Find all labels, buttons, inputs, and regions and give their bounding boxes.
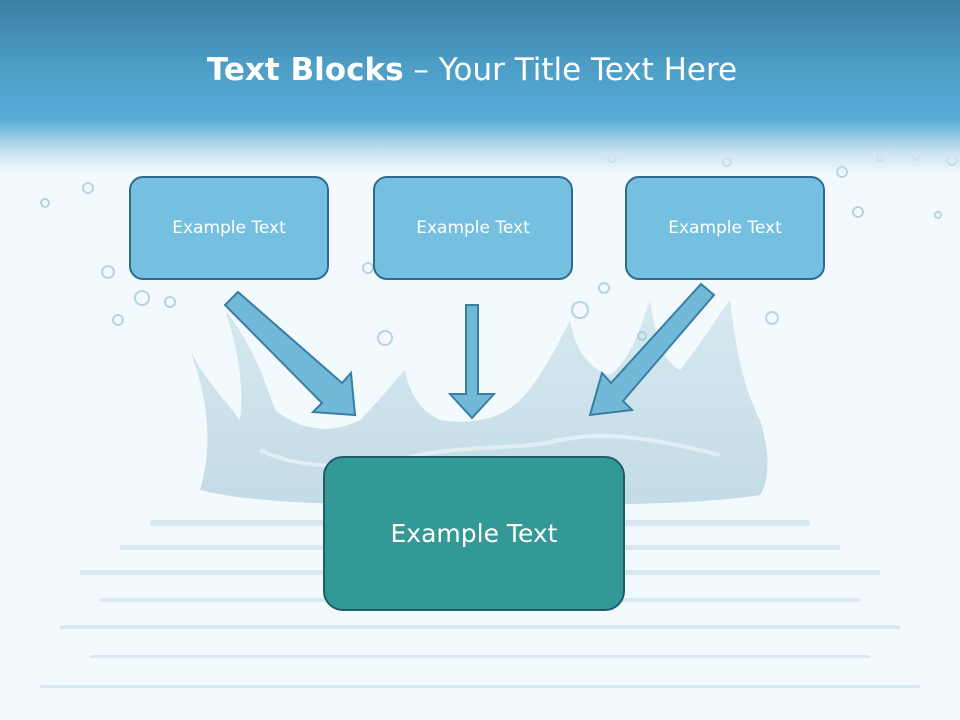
text-box-center-label: Example Text [416,218,530,238]
title-dash: – [413,52,429,88]
text-box-right-label: Example Text [668,218,782,238]
text-box-center[interactable]: Example Text [373,176,573,280]
text-box-left-label: Example Text [172,218,286,238]
title-rest-part: Your Title Text Here [438,52,738,88]
arrow-center-to-bottom [447,304,497,420]
title-bold-part: Text Blocks [206,52,404,88]
text-box-left[interactable]: Example Text [129,176,329,280]
text-box-bottom[interactable]: Example Text [323,456,625,611]
slide-title: Text Blocks – Your Title Text Here [0,52,944,88]
text-box-right[interactable]: Example Text [625,176,825,280]
text-box-bottom-label: Example Text [390,519,558,548]
title-banner [0,0,960,175]
arrow-right-to-bottom [588,282,716,417]
arrow-left-to-bottom [223,290,357,417]
